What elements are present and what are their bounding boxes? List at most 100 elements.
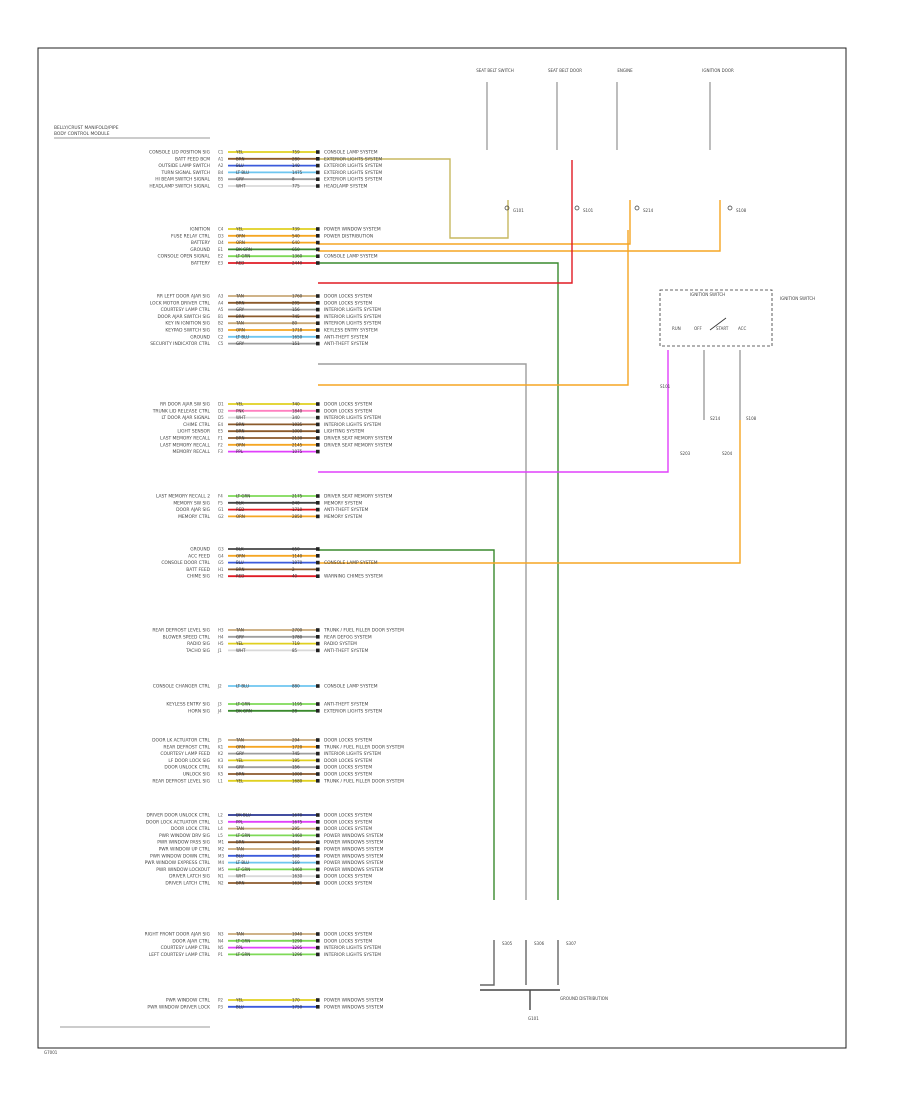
- circuit-number: 2700: [292, 628, 303, 633]
- wire-color-code: LT BLU: [236, 684, 249, 689]
- circuit-number: 2130: [292, 436, 303, 441]
- wire-color-code: TAN: [235, 738, 244, 743]
- wire-color-code: LT GRN: [236, 867, 250, 872]
- circuit-number: 156: [292, 765, 300, 770]
- pin-number: H2: [218, 574, 224, 579]
- wire-color-code: BRN: [236, 567, 245, 572]
- component-title: ENGINE: [617, 68, 633, 73]
- pin-function-label: MEMORY SW SIG: [173, 500, 210, 506]
- system-reference: CONSOLE LAMP SYSTEM: [324, 560, 378, 566]
- diagram-title: BELLY/CRUST MANIFOLD/PIPE: [54, 125, 119, 131]
- component-title: SEAT BELT DOOR: [548, 68, 582, 73]
- circuit-number: 650: [292, 247, 300, 252]
- circuit-number: 1780: [292, 634, 303, 639]
- pin-number: D5: [218, 415, 224, 420]
- system-reference: CONSOLE LAMP SYSTEM: [324, 684, 378, 690]
- circuit-number: 28: [292, 708, 298, 713]
- pin-function-label: RADIO SIG: [187, 641, 210, 647]
- pin-number: K4: [218, 765, 224, 770]
- pin-function-label: TACHO SIG: [185, 648, 211, 654]
- splice-node: [504, 205, 510, 211]
- circuit-number: 739: [292, 227, 300, 232]
- pin-function-label: DOOR AJAR CTRL: [172, 938, 210, 944]
- wire-color-code: TAN: [235, 826, 244, 831]
- pin-function-label: RIGHT FRONT DOOR AJAR SIG: [145, 932, 211, 938]
- circuit-number: 740: [292, 402, 300, 407]
- circuit-number: 1075: [292, 449, 303, 454]
- pin-function-label: LEFT COURTESY LAMP CTRL: [149, 952, 211, 958]
- circuit-number: 719: [292, 641, 300, 646]
- ignition-position-label: ACC: [738, 326, 746, 331]
- circuit-number: 640: [292, 240, 300, 245]
- pin-number: L2: [218, 813, 223, 818]
- pin-number: H1: [218, 567, 224, 572]
- connector-terminal: [316, 184, 320, 188]
- splice-node: [574, 205, 580, 211]
- wire-color-code: RED: [236, 574, 244, 579]
- pin-function-label: CONSOLE OPEN SIGNAL: [158, 254, 211, 260]
- system-reference: HEADLAMP SYSTEM: [324, 184, 368, 190]
- pin-function-label: COURTESY LAMP CTRL: [161, 945, 211, 951]
- system-reference: DOOR LOCKS SYSTEM: [324, 772, 372, 778]
- pin-number: K1: [218, 744, 224, 749]
- circuit-number: 8: [292, 177, 295, 182]
- system-reference: INTERIOR LIGHTS SYSTEM: [324, 307, 381, 313]
- pin-function-label: SECURITY INDICATOR CTRL: [150, 341, 210, 347]
- connector-terminal: [316, 779, 320, 783]
- splice-label: S101: [583, 208, 594, 213]
- connector-terminal: [316, 751, 320, 756]
- system-reference: DOOR LOCKS SYSTEM: [324, 300, 372, 306]
- connector-terminal: [316, 494, 320, 498]
- pin-number: A4: [218, 300, 224, 305]
- system-reference: DOOR LOCKS SYSTEM: [324, 408, 372, 414]
- circuit-number: 1940: [292, 932, 303, 937]
- connector-terminal: [316, 328, 320, 332]
- wire-color-code: WHT: [236, 184, 246, 189]
- pin-function-label: DRIVER LATCH CTRL: [165, 881, 210, 887]
- splice-node: [727, 205, 733, 211]
- connector-terminal: [316, 932, 320, 936]
- pin-function-label: PWR WINDOW CTRL: [166, 998, 211, 1004]
- pin-number: D4: [218, 240, 224, 245]
- wire-color-code: BLK: [236, 547, 244, 552]
- system-reference: DOOR LOCKS SYSTEM: [324, 819, 372, 825]
- pin-function-label: MEMORY CTRL: [178, 514, 210, 520]
- pin-function-label: CHIME SIG: [187, 574, 211, 580]
- pin-number: F4: [218, 494, 223, 499]
- circuit-number: 156: [292, 307, 300, 312]
- connector-terminal: [316, 547, 320, 551]
- wire-color-code: PPL: [236, 945, 244, 950]
- pin-number: M4: [218, 860, 224, 865]
- circuit-number: 745: [292, 314, 300, 319]
- pin-function-label: PWR WINDOW LOCKOUT: [156, 867, 210, 873]
- wire-color-code: LT BLU: [236, 170, 249, 175]
- connector-terminal: [316, 247, 320, 252]
- system-reference: POWER WINDOWS SYSTEM: [324, 853, 384, 859]
- connector-terminal: [316, 514, 320, 519]
- system-reference: EXTERIOR LIGHTS SYSTEM: [324, 170, 382, 176]
